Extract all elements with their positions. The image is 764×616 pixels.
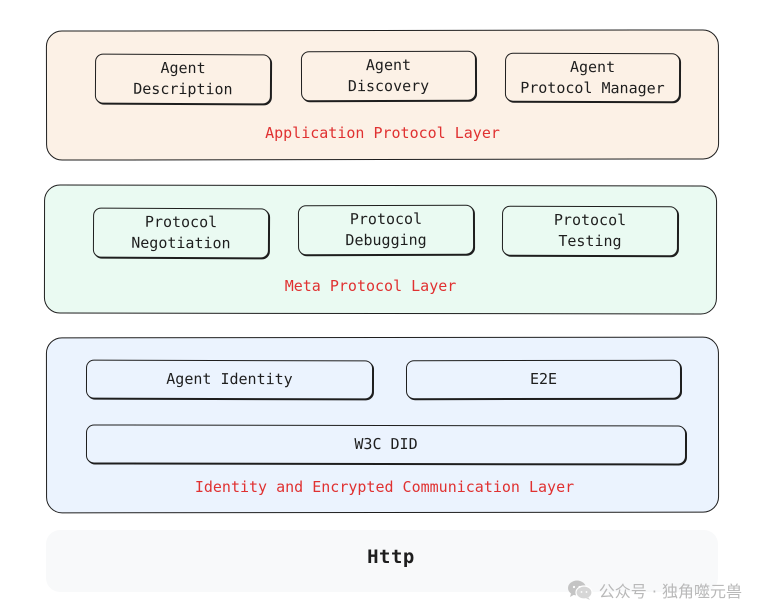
agent-discovery-box: Agent Discovery	[300, 50, 477, 102]
watermark-text: 公众号 · 独角噬元兽	[598, 582, 742, 601]
identity-layer-label: Identity and Encrypted Communication Lay…	[194, 478, 575, 496]
meta-layer-label: Meta Protocol Layer	[284, 277, 457, 295]
agent-identity-box: Agent Identity	[85, 359, 374, 400]
application-layer-label: Application Protocol Layer	[265, 124, 500, 142]
w3c-did-box: W3C DID	[85, 424, 687, 465]
http-transport-band	[46, 530, 718, 592]
protocol-testing-box: Protocol Testing	[501, 205, 679, 257]
protocol-negotiation-box: Protocol Negotiation	[92, 207, 270, 259]
agent-description-box: Agent Description	[94, 53, 272, 105]
agent-protocol-manager-box: Agent Protocol Manager	[504, 52, 681, 103]
watermark: 公众号 · 独角噬元兽	[567, 578, 742, 602]
http-label: Http	[367, 546, 415, 568]
protocol-debugging-box: Protocol Debugging	[297, 204, 475, 256]
e2e-box: E2E	[405, 359, 682, 400]
wechat-icon	[567, 580, 593, 600]
